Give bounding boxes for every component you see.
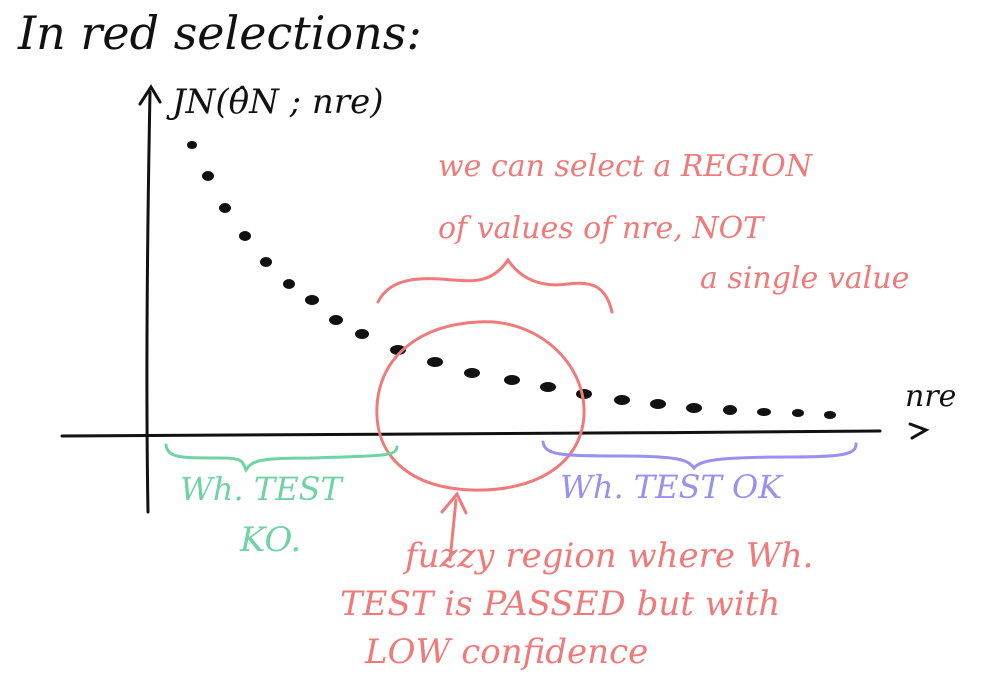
region-note-line-3: a single value — [700, 261, 910, 296]
region-brace — [376, 257, 614, 314]
y-axis — [145, 90, 152, 514]
test-ko-label-line-1: Wh. TEST — [180, 470, 342, 508]
fuzzy-note-line-1: fuzzy region where Wh. — [405, 536, 814, 576]
fuzzy-arrow — [440, 491, 468, 562]
x-axis — [60, 429, 882, 438]
x-axis-label: nre — [905, 379, 957, 414]
y-axis-arrowhead — [138, 84, 162, 106]
y-axis-label: JN(θ̂N ; nre) — [172, 82, 384, 122]
region-note-line-1: we can select a REGION — [438, 149, 812, 184]
test-ok-label: Wh. TEST OK — [560, 468, 783, 506]
test-ko-brace — [164, 443, 399, 474]
test-ok-brace — [541, 440, 858, 471]
region-note-line-2: of values of nre, NOT — [438, 211, 764, 246]
x-axis-arrowhead — [908, 422, 930, 440]
cost-curve-dots — [187, 141, 836, 419]
fuzzy-region-circle — [375, 320, 586, 492]
fuzzy-note-line-2: TEST is PASSED but with — [340, 584, 781, 624]
test-ko-label-line-2: KO. — [240, 520, 302, 560]
page-title: In red selections: — [18, 6, 422, 60]
fuzzy-note-line-3: LOW confidence — [365, 632, 649, 672]
